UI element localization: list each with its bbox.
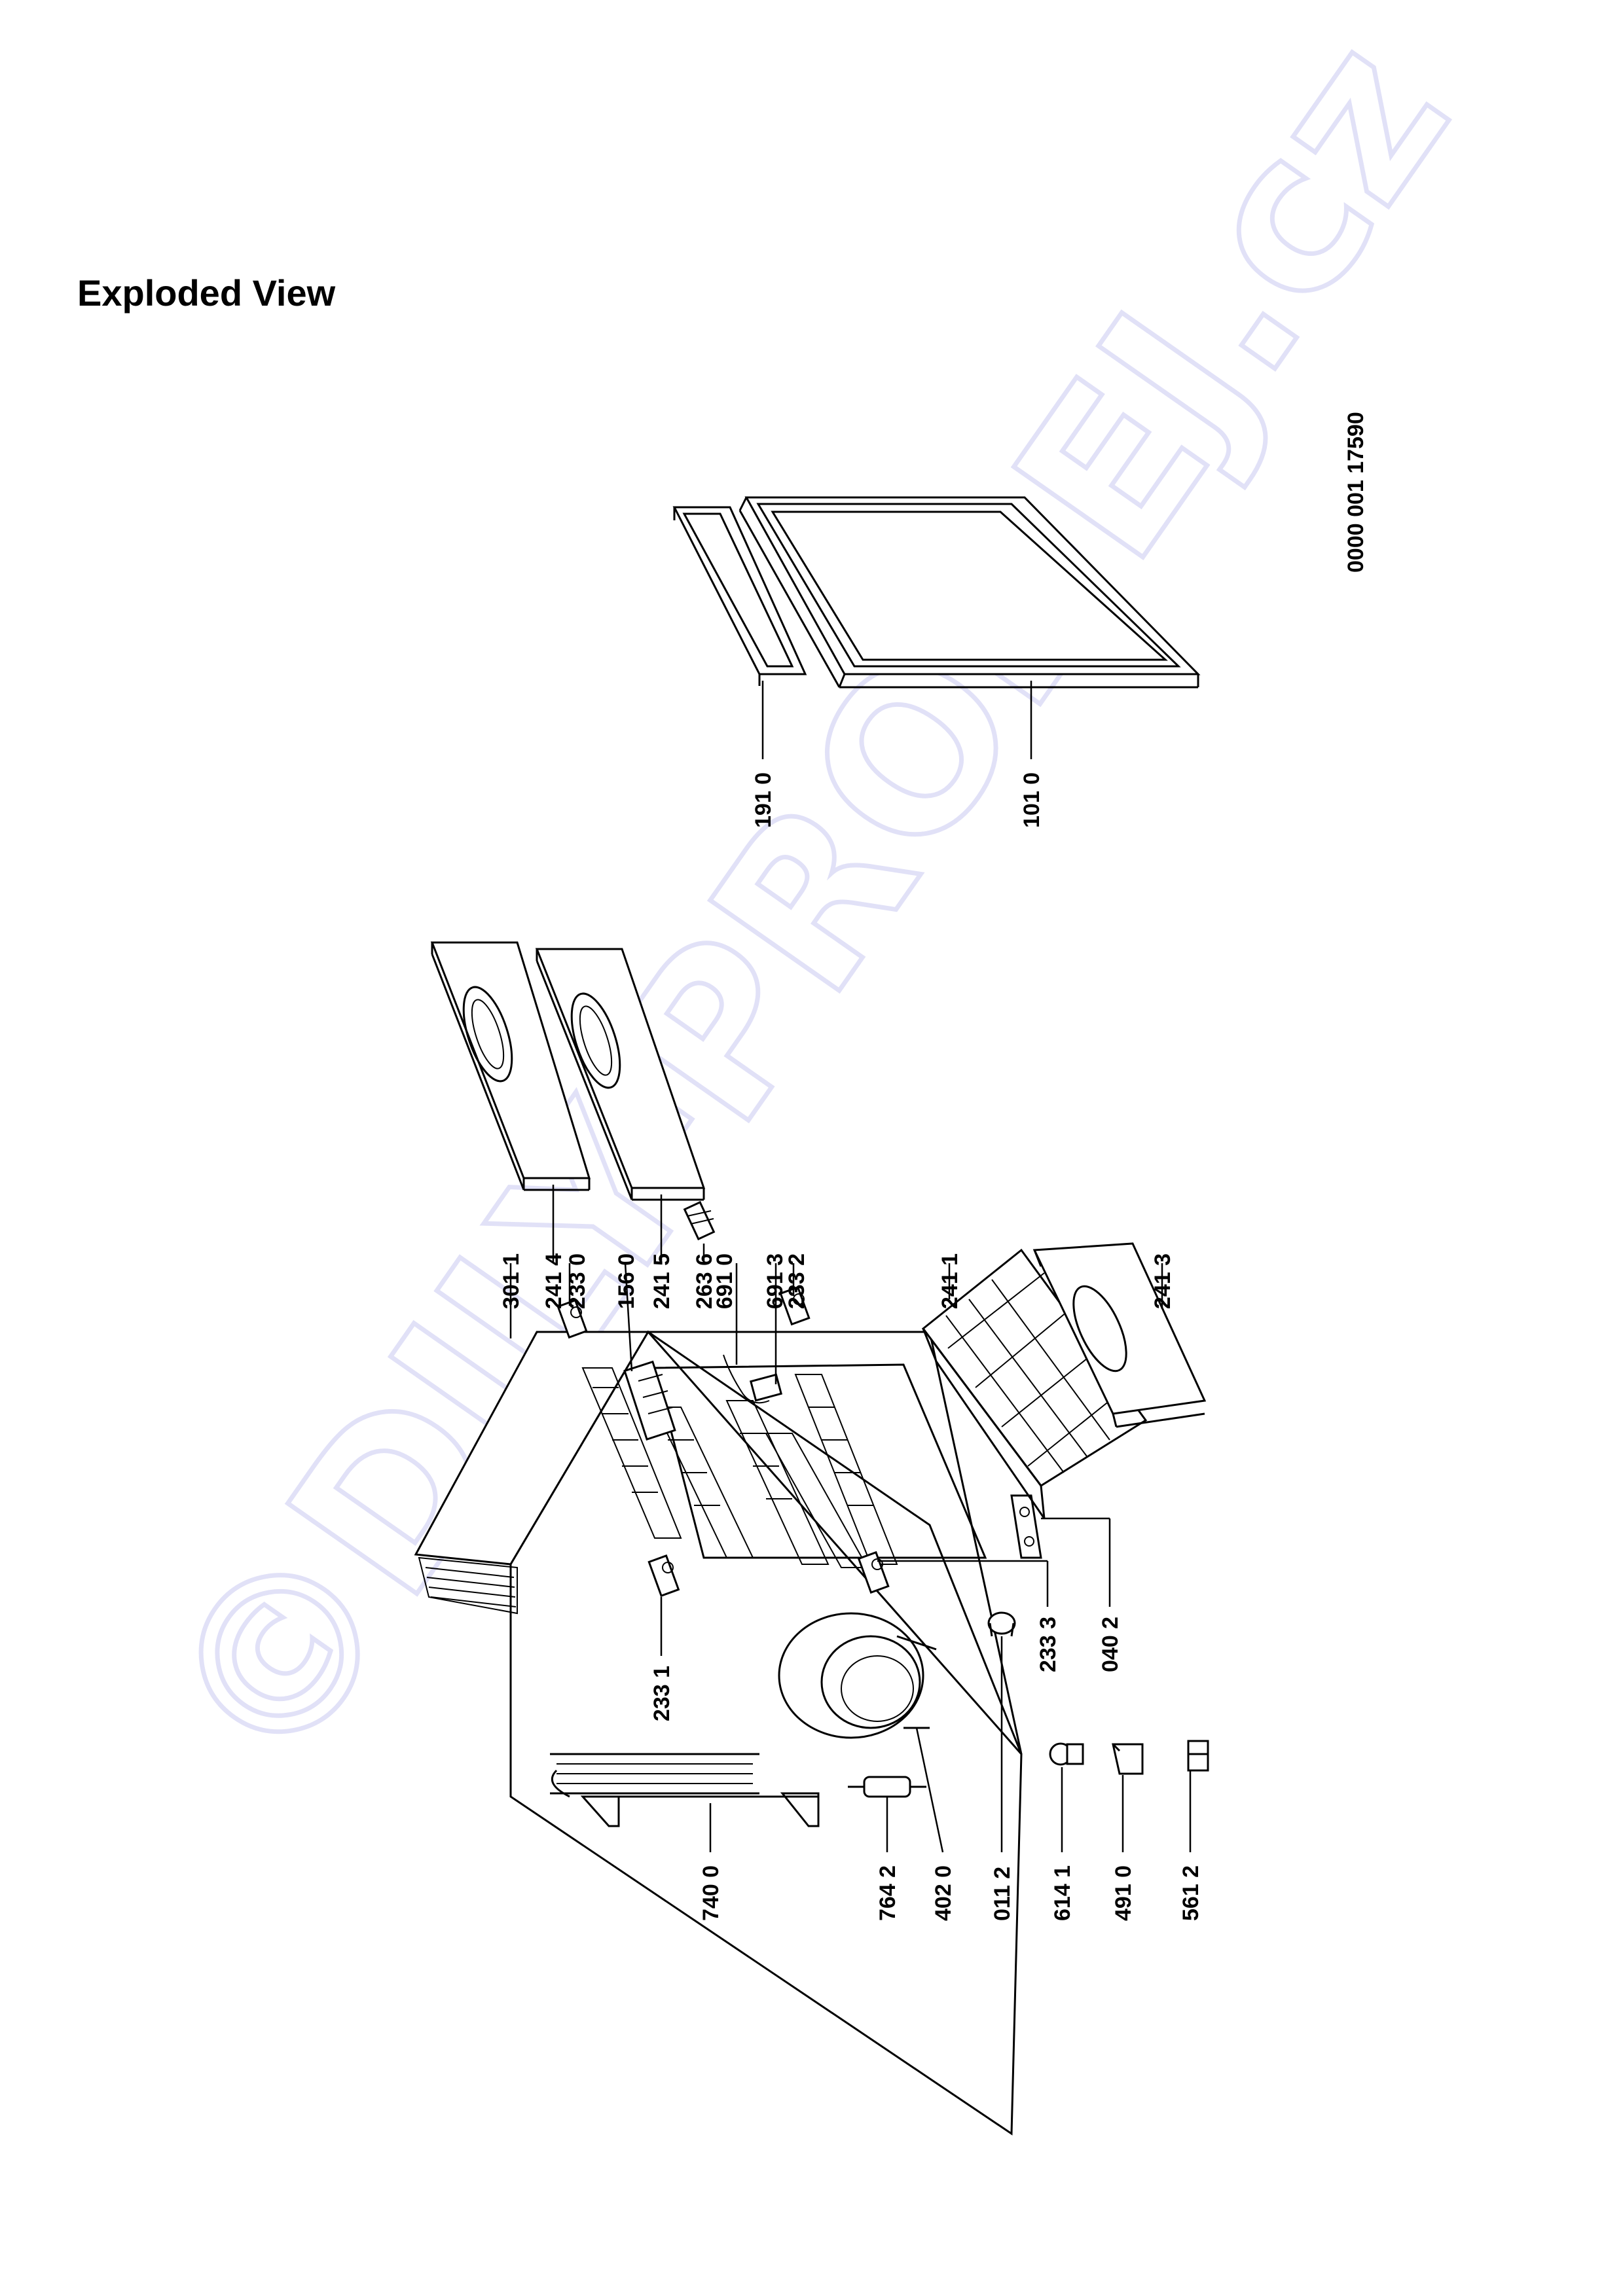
part-label-4910: 491 0 xyxy=(1111,1865,1136,1921)
part-label-2636: 263 6 xyxy=(692,1253,717,1309)
part-label-2415: 241 5 xyxy=(649,1253,674,1309)
part-label-3011: 301 1 xyxy=(499,1253,524,1309)
part-label-2413: 241 3 xyxy=(1150,1253,1175,1309)
hinge-bracket-lower xyxy=(1010,1494,1042,1559)
hinges-drawing xyxy=(556,1285,1042,1598)
part-label-4020: 402 0 xyxy=(931,1865,956,1921)
part-label-2411: 241 1 xyxy=(938,1253,962,1309)
cabinet-drawing xyxy=(414,1330,1023,2136)
part-label-2332: 233 2 xyxy=(784,1253,809,1309)
part-label-5612: 561 2 xyxy=(1178,1865,1203,1921)
door-gasket-strip-drawing xyxy=(672,506,807,686)
wire-basket-drawing xyxy=(921,1248,1148,1519)
part-label-6913: 691 3 xyxy=(763,1253,788,1309)
hinge-bottom xyxy=(857,1551,890,1594)
leader-lines xyxy=(509,681,1192,1853)
hinge-left xyxy=(647,1554,680,1598)
door-panel-drawing xyxy=(739,496,1201,689)
relay-part-drawing xyxy=(1049,1742,1084,1766)
part-label-1910: 191 0 xyxy=(751,772,776,828)
part-label-2330: 233 0 xyxy=(565,1253,590,1309)
part-label-6141: 614 1 xyxy=(1050,1865,1075,1921)
hinge-middle xyxy=(779,1285,811,1326)
part-label-7642: 764 2 xyxy=(875,1865,900,1921)
drawer-front-lower-drawing xyxy=(535,948,706,1201)
rear-condenser-grille xyxy=(550,1753,759,1795)
page-title: Exploded View xyxy=(77,272,336,314)
drawer-front-bottom-drawing xyxy=(1032,1242,1207,1428)
part-label-2331: 233 1 xyxy=(649,1666,674,1721)
shelves-drawing xyxy=(581,1354,898,1568)
part-label-2333: 233 3 xyxy=(1036,1617,1061,1672)
drawer-front-upper-drawing xyxy=(430,941,591,1191)
foot-drawing xyxy=(987,1611,1016,1637)
shelf-hatching xyxy=(593,1387,874,1506)
top-vent-grille xyxy=(418,1556,518,1615)
switch-part-drawing xyxy=(1187,1740,1209,1772)
hinge-top xyxy=(556,1299,588,1339)
condenser-drawing xyxy=(551,1769,820,1827)
part-label-1010: 101 0 xyxy=(1019,772,1044,828)
part-label-0402: 040 2 xyxy=(1098,1617,1123,1672)
part-labels: 301 1 241 4 233 0 156 0 241 5 263 6 691 … xyxy=(499,412,1368,1921)
part-label-0112: 011 2 xyxy=(990,1867,1015,1921)
connector-part-drawing xyxy=(683,1200,716,1241)
cover-part-drawing xyxy=(1112,1743,1144,1775)
part-label-1560: 156 0 xyxy=(614,1253,639,1309)
filter-drier-drawing xyxy=(848,1776,926,1798)
compressor-drawing xyxy=(778,1612,937,1739)
part-label-2414: 241 4 xyxy=(541,1253,566,1309)
part-label-7400: 740 0 xyxy=(699,1865,723,1921)
part-label-6910: 691 0 xyxy=(712,1253,737,1309)
document-number: 0000 001 17590 xyxy=(1343,412,1368,573)
